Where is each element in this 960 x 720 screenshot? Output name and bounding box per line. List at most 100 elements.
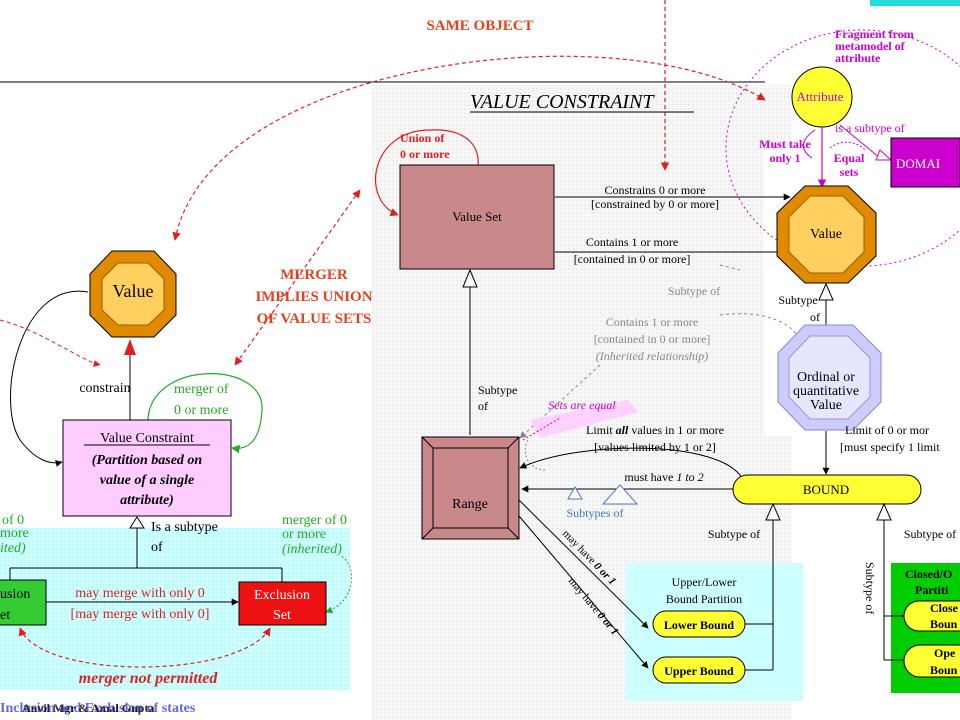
sets-equal-dashed xyxy=(522,417,561,441)
left-inherited-2: more xyxy=(0,526,29,541)
contains-1: Contains 1 or more xyxy=(586,235,678,249)
right-inherited-3: (inherited) xyxy=(282,542,342,557)
range-bevel-1 xyxy=(421,436,434,449)
upper-lower-title-2: Bound Partition xyxy=(666,592,742,606)
merger-implies-3: OF VALUE SETS xyxy=(257,311,372,327)
domain-box xyxy=(890,137,960,188)
merger-implies-1: MERGER xyxy=(280,267,348,283)
limit-all-arrow xyxy=(519,447,743,479)
closed-bound-pill xyxy=(903,600,960,632)
may-merge-2: [may merge with only 0] xyxy=(71,607,210,622)
value-octagon-left-inner xyxy=(101,262,165,326)
left-inherited-3: ited) xyxy=(0,541,26,556)
ordinal-octagon-inner xyxy=(788,335,871,420)
inherited-contains-3: (Inherited relationship) xyxy=(596,349,709,363)
is-subtype-1: Is a subtype xyxy=(151,520,218,535)
sets-equal-label: Sets are equal xyxy=(548,398,616,412)
closed-bound-2: Boun xyxy=(930,617,958,631)
value-constraint-box xyxy=(62,419,232,517)
constrain-label: constrain xyxy=(79,381,130,396)
range-bevel-2 xyxy=(507,436,520,449)
range-subtype-2: of xyxy=(478,399,488,413)
ordinal-subtype-tri xyxy=(818,282,834,301)
must-take-1: Must take xyxy=(759,137,811,151)
equal-sets-arc xyxy=(829,141,866,151)
is-subtype-tri xyxy=(129,516,145,529)
merger-of-2: 0 or more xyxy=(174,403,228,418)
value-constraint-title: Value Constraint xyxy=(100,431,194,446)
merger-implies-arrow xyxy=(234,189,361,366)
subtypes-of-label: Subtypes of xyxy=(567,506,624,520)
footer-overlap: Inclusion and Exclusion of states xyxy=(0,701,196,716)
bound-label: BOUND xyxy=(803,482,849,497)
ordinal-1: Ordinal or xyxy=(797,370,855,385)
subtype-of-gray: Subtype of xyxy=(668,284,720,298)
panel-title: VALUE CONSTRAINT xyxy=(470,91,655,113)
constrains-1: Constrains 0 or more xyxy=(605,183,706,197)
may-have-line-1 xyxy=(518,499,649,629)
contains-2: [contained in 0 or more] xyxy=(574,252,691,266)
fragment-note-1: Fragment from xyxy=(835,27,914,41)
subtype-of-left: Subtype of xyxy=(708,527,760,541)
upper-bound-label: Upper Bound xyxy=(664,664,734,678)
sets-equal-band xyxy=(530,400,638,438)
union-note-2: 0 or more xyxy=(400,147,450,161)
open-bound-2: Boun xyxy=(930,663,958,677)
merger-of-1: merger of xyxy=(174,382,229,397)
range-bevel-3 xyxy=(421,527,434,540)
right-inherited-2: or more xyxy=(282,527,326,542)
union-note-1: Union of xyxy=(400,131,445,145)
top-right-cyan-strip xyxy=(870,0,960,6)
lower-bound-pill xyxy=(652,610,746,638)
constrains-2: [constrained by 0 or more] xyxy=(591,197,719,211)
domain-label: DOMAI xyxy=(896,156,940,171)
bound-subtype-right-tri xyxy=(876,502,892,521)
merger-not-permitted: merger not permitted xyxy=(79,670,219,687)
range-label: Range xyxy=(452,497,488,512)
left-red-curve xyxy=(0,319,101,367)
left-inherited-1: of 0 xyxy=(2,513,24,528)
subtypes-triangle-1 xyxy=(567,486,583,500)
bound-pill xyxy=(732,474,922,505)
exclusion-set-box xyxy=(238,581,327,626)
ordinal-3: Value xyxy=(810,398,842,413)
union-loop xyxy=(375,129,479,217)
range-bevel-4 xyxy=(507,527,520,540)
limit-of-1: Limit of 0 or mor xyxy=(845,423,929,437)
inherited-contains-1: Contains 1 or more xyxy=(606,315,698,329)
subtype-of-right: Subtype of xyxy=(904,527,956,541)
same-object-arrow xyxy=(172,55,766,241)
left-loop xyxy=(10,290,89,467)
equal-sets-2: sets xyxy=(840,165,859,179)
value-octagon-right-inner xyxy=(788,195,865,274)
closed-bound-1: Close xyxy=(930,601,959,615)
attribute-label: Attribute xyxy=(797,89,844,104)
constrain-head xyxy=(124,339,136,355)
limit-all-1: Limit all values in 1 or more xyxy=(586,423,724,437)
merger-implies-2: IMPLIES UNION xyxy=(255,289,372,305)
fragment-note-2: metamodel of xyxy=(835,39,906,53)
is-subtype-2: of xyxy=(151,540,163,555)
upper-bound-pill xyxy=(652,656,746,684)
may-merge-1: may merge with only 0 xyxy=(75,586,205,601)
ordinal-subtype-1: Subtype xyxy=(778,293,817,307)
range-inner-box xyxy=(432,447,509,529)
bound-subtype-left-tri xyxy=(765,502,781,521)
fragment-note-3: attribute xyxy=(835,51,881,65)
value-set-box xyxy=(399,164,555,270)
small-gray-curve xyxy=(524,439,546,471)
ordinal-2: quantitative xyxy=(793,384,859,399)
exclusion-set-1: Exclusion xyxy=(254,588,310,603)
must-have-label: must have 1 to 2 xyxy=(624,470,703,484)
subtypes-triangle-2 xyxy=(601,484,639,505)
lower-bound-label: Lower Bound xyxy=(664,618,734,632)
inclusion-set-1: usion xyxy=(0,587,30,602)
closed-open-title-1: Closed/O xyxy=(905,567,952,581)
equal-sets-1: Equal xyxy=(834,151,865,165)
attr-subtype-tri xyxy=(875,149,893,161)
value-constraint-3: value of a single xyxy=(100,473,195,488)
attr-subtype-line xyxy=(839,124,881,159)
merger-loop xyxy=(147,373,263,454)
footer-author: Anvil Mgr & Amal Gupta xyxy=(22,701,154,715)
